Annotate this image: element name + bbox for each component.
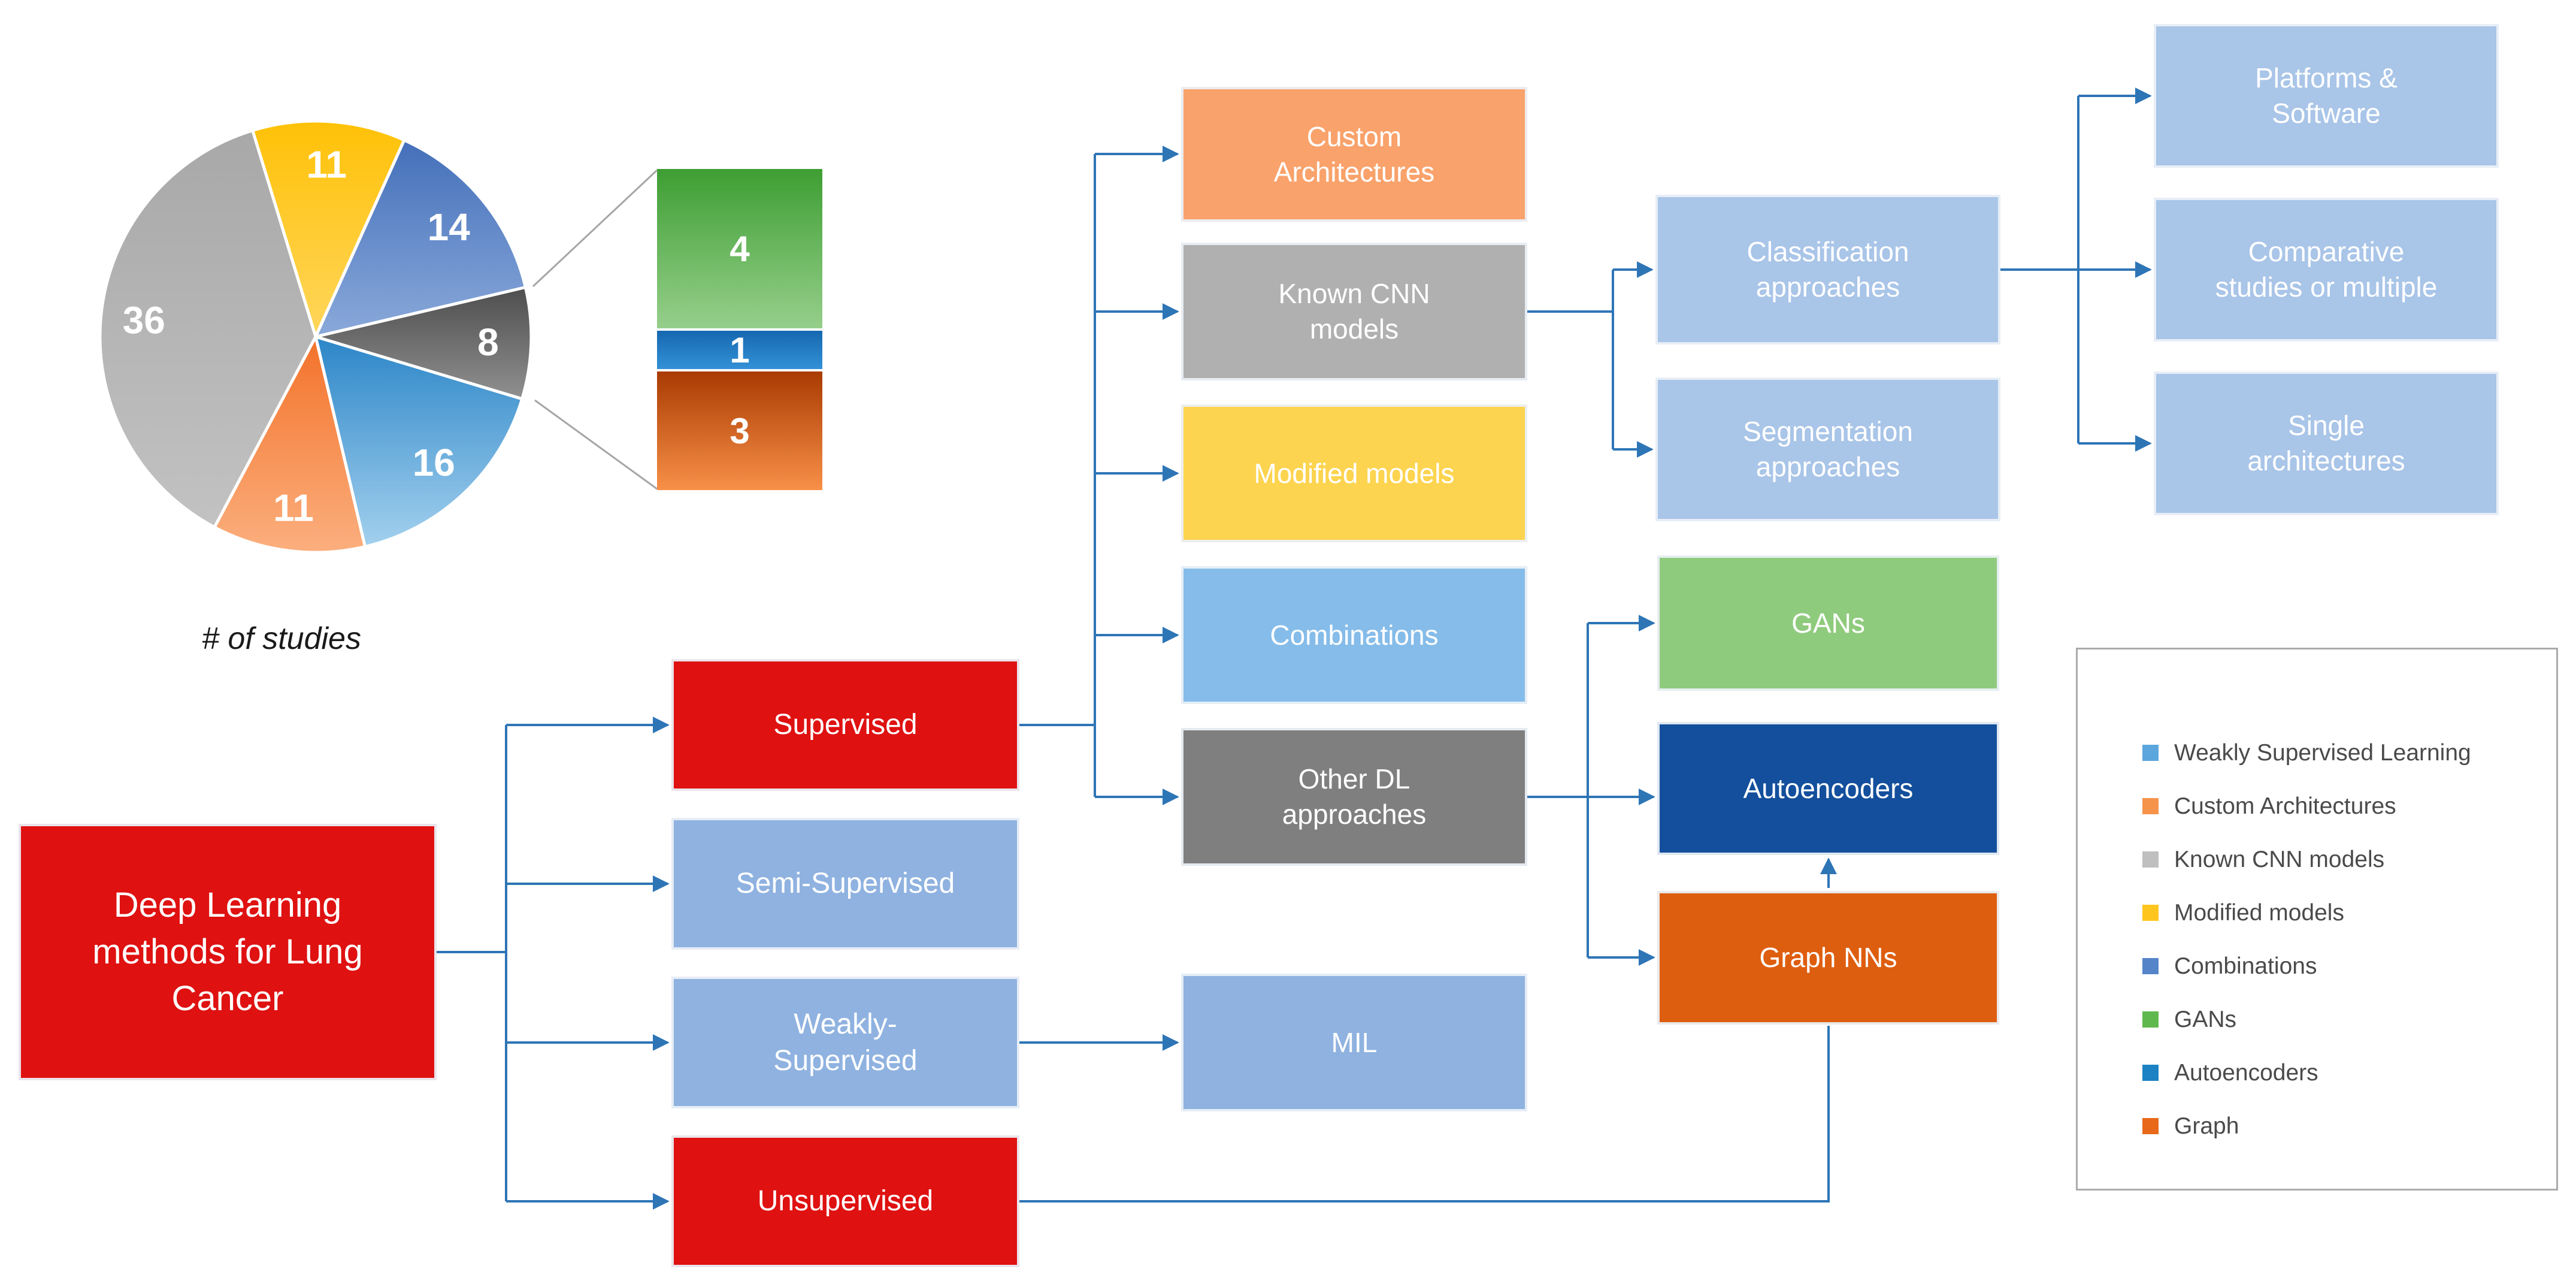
pie-slice-modified-models (251, 119, 406, 339)
pie-title: # of studies (202, 621, 361, 656)
legend-item: Known CNN models (2142, 833, 2556, 886)
node-segmentation-approaches: Segmentation approaches (1655, 377, 2000, 521)
bar-segment-autoencoders: 1 (656, 330, 824, 370)
node-deep-learning-methods: Deep Learning methods for Lung Cancer (19, 824, 437, 1080)
callout-line-top (532, 169, 658, 288)
legend-item: Custom Architectures (2142, 780, 2556, 833)
callout-lines (532, 169, 658, 490)
node-graph-nns: Graph NNs (1657, 891, 1999, 1025)
legend-item: Graph (2142, 1099, 2556, 1153)
node-autoencoders: Autoencoders (1657, 722, 1999, 855)
legend: Weakly Supervised Learning Custom Archit… (2076, 648, 2558, 1191)
legend-item: Modified models (2142, 886, 2556, 939)
node-other-dl-approaches: Other DL approaches (1181, 728, 1527, 866)
legend-label: Graph (2174, 1113, 2239, 1139)
node-platforms-software: Platforms & Software (2154, 24, 2499, 168)
legend-swatch-autoencoders (2142, 1065, 2159, 1081)
pie-slice-combinations (314, 138, 527, 339)
bar-value: 3 (729, 410, 750, 451)
legend-item: Weakly Supervised Learning (2142, 726, 2556, 780)
bar-segment-graph: 3 (656, 370, 824, 491)
pie-value-label: 11 (273, 487, 314, 530)
pie-value-labels: 11 14 8 16 11 36 (123, 143, 499, 530)
legend-item: GANs (2142, 993, 2556, 1046)
node-modified-models: Modified models (1181, 404, 1527, 542)
pie-value-label: 14 (428, 206, 471, 249)
legend-label: Modified models (2174, 899, 2344, 926)
pie-chart-svg: 11 14 8 16 11 36 (98, 119, 533, 554)
legend-label: GANs (2174, 1006, 2237, 1032)
pie-chart: 11 14 8 16 11 36 (94, 115, 537, 558)
node-gans: GANs (1657, 555, 1999, 691)
bar-value: 4 (729, 228, 750, 269)
node-classification-approaches: Classification approaches (1655, 195, 2000, 345)
pie-slice-known-cnn-models (98, 129, 317, 529)
legend-swatch-modified-models (2142, 905, 2159, 921)
pie-value-label: 11 (306, 143, 347, 186)
pie-slice-other-dl-approaches (314, 286, 533, 401)
node-weakly-supervised: Weakly- Supervised (671, 977, 1019, 1108)
legend-item: Autoencoders (2142, 1046, 2556, 1099)
node-custom-architectures: Custom Architectures (1181, 87, 1527, 222)
pie-slice-custom-architectures (213, 335, 367, 554)
legend-item: Combinations (2142, 939, 2556, 993)
legend-label: Weakly Supervised Learning (2174, 739, 2471, 766)
node-single-architectures: Single architectures (2154, 371, 2499, 515)
legend-label: Custom Architectures (2174, 793, 2396, 819)
node-mil: MIL (1181, 974, 1527, 1111)
callout-line-bottom (534, 399, 658, 490)
pie-value-label: 36 (123, 298, 165, 342)
bar-segment-gans: 4 (656, 168, 824, 330)
legend-swatch-known-cnn (2142, 851, 2159, 868)
node-comparative-studies: Comparative studies or multiple (2154, 198, 2499, 342)
flow-lines (437, 87, 2152, 1210)
legend-swatch-graph (2142, 1118, 2159, 1134)
pie-value-label: 8 (477, 321, 499, 364)
stacked-bar: 4 1 3 (656, 168, 824, 491)
legend-swatch-gans (2142, 1011, 2159, 1028)
bar-value: 1 (729, 330, 750, 370)
node-unsupervised: Unsupervised (671, 1135, 1019, 1267)
legend-label: Combinations (2174, 953, 2317, 979)
node-combinations: Combinations (1181, 566, 1527, 704)
legend-label: Known CNN models (2174, 846, 2385, 872)
legend-swatch-custom-architectures (2142, 798, 2159, 814)
node-semi-supervised: Semi-Supervised (671, 818, 1019, 950)
node-supervised: Supervised (671, 659, 1019, 791)
legend-label: Autoencoders (2174, 1059, 2318, 1086)
pie-slices (98, 119, 533, 554)
legend-swatch-combinations (2142, 958, 2159, 974)
node-known-cnn-models: Known CNN models (1181, 243, 1527, 380)
legend-swatch-weakly-supervised (2142, 745, 2159, 761)
pie-slice-weakly-supervised-learning (314, 335, 524, 548)
pie-value-label: 16 (413, 441, 455, 484)
line-unsupervised-to-graphnns (1019, 1026, 1830, 1203)
